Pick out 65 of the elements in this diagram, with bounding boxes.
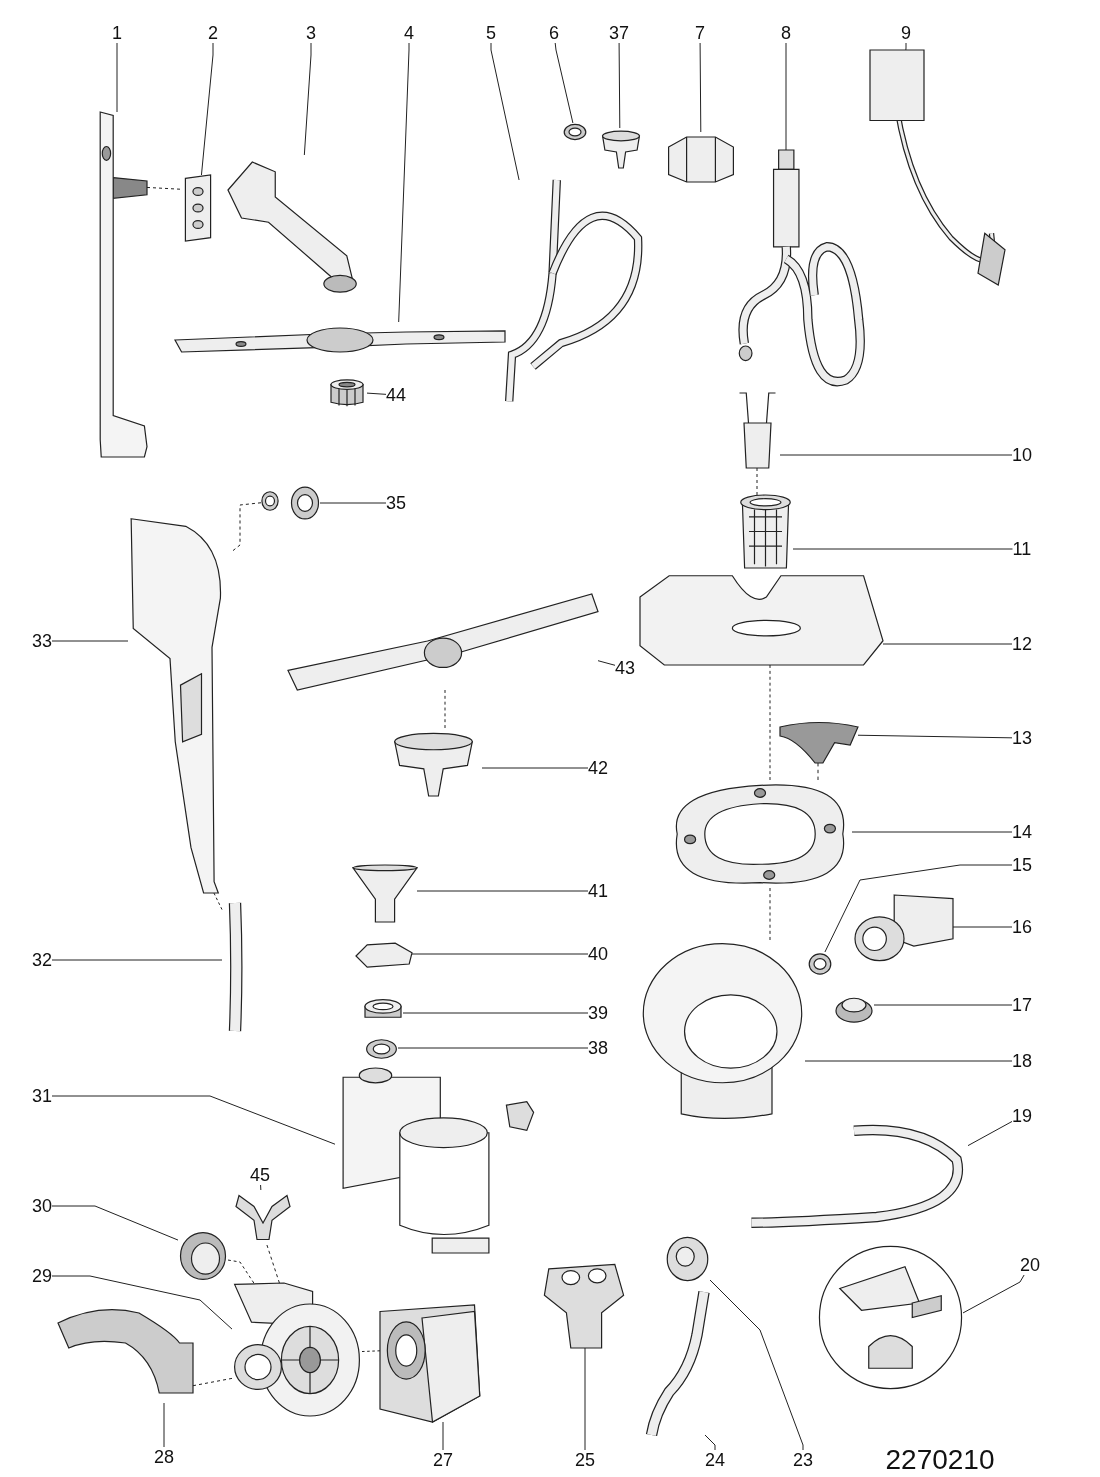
alignment-line [227,1259,255,1284]
leader-line [416,890,589,892]
connector-drawing [503,1098,537,1134]
leader-line [882,643,1013,645]
leader-line [411,953,589,955]
leader-line [962,1274,1025,1314]
leader-line [792,548,1013,550]
leader-line [873,1004,1013,1006]
leader-line [490,42,520,181]
alignment-line [756,467,758,496]
leader-line [319,502,387,504]
leader-line [709,1279,804,1451]
leader-line [824,864,1013,953]
leader-line [785,42,787,151]
leader-line [51,1275,233,1330]
leader-line [967,1121,1013,1147]
leader-line [402,1012,589,1014]
drawing-number: 2270210 [885,1444,995,1476]
leader-line [481,767,589,769]
leader-line [51,1095,336,1145]
alignment-line [361,1350,381,1352]
spray-arm-drawing [288,592,598,690]
leader-line [303,42,312,156]
alignment-line [769,664,771,781]
leader-line [397,1047,589,1049]
leader-line [584,1347,586,1451]
leader-line [597,660,616,666]
leader-line [618,42,621,129]
leader-line [857,734,1013,739]
leader-line [779,454,1013,456]
funnel-drawing [353,865,417,922]
cap-drawing [665,1235,710,1283]
leader-line [442,1421,444,1451]
leader-line [554,42,574,124]
seal-ring-drawing [563,123,587,141]
detail-inset-drawing [818,1245,963,1390]
leader-line [51,1205,179,1241]
seal-ring-drawing [808,952,832,976]
cap-drawing [178,1230,228,1282]
leader-line [905,42,907,51]
leader-line [163,1402,165,1448]
alignment-line [192,1377,233,1387]
leader-line [51,959,223,961]
leader-line [51,640,129,642]
seal-ring-drawing [365,1038,398,1060]
seal-ring-drawing [261,490,279,512]
leader-line [704,1434,716,1451]
power-cable-drawing [870,50,1005,285]
alignment-line [444,689,446,729]
leader-line [200,42,214,176]
leader-line [366,392,387,395]
leader-line [116,42,118,113]
alignment-line [769,887,771,941]
alignment-line [232,502,262,552]
alignment-line [146,186,181,190]
alignment-line [266,1244,280,1284]
nut-drawing [290,484,320,522]
leader-line [851,831,1013,833]
leader-line [398,42,410,323]
leader-line [804,1060,1013,1062]
alignment-line [817,762,819,781]
leader-line [699,42,702,133]
alignment-line [213,892,223,911]
strainer-drawing [738,495,793,568]
leader-line [260,1184,262,1191]
